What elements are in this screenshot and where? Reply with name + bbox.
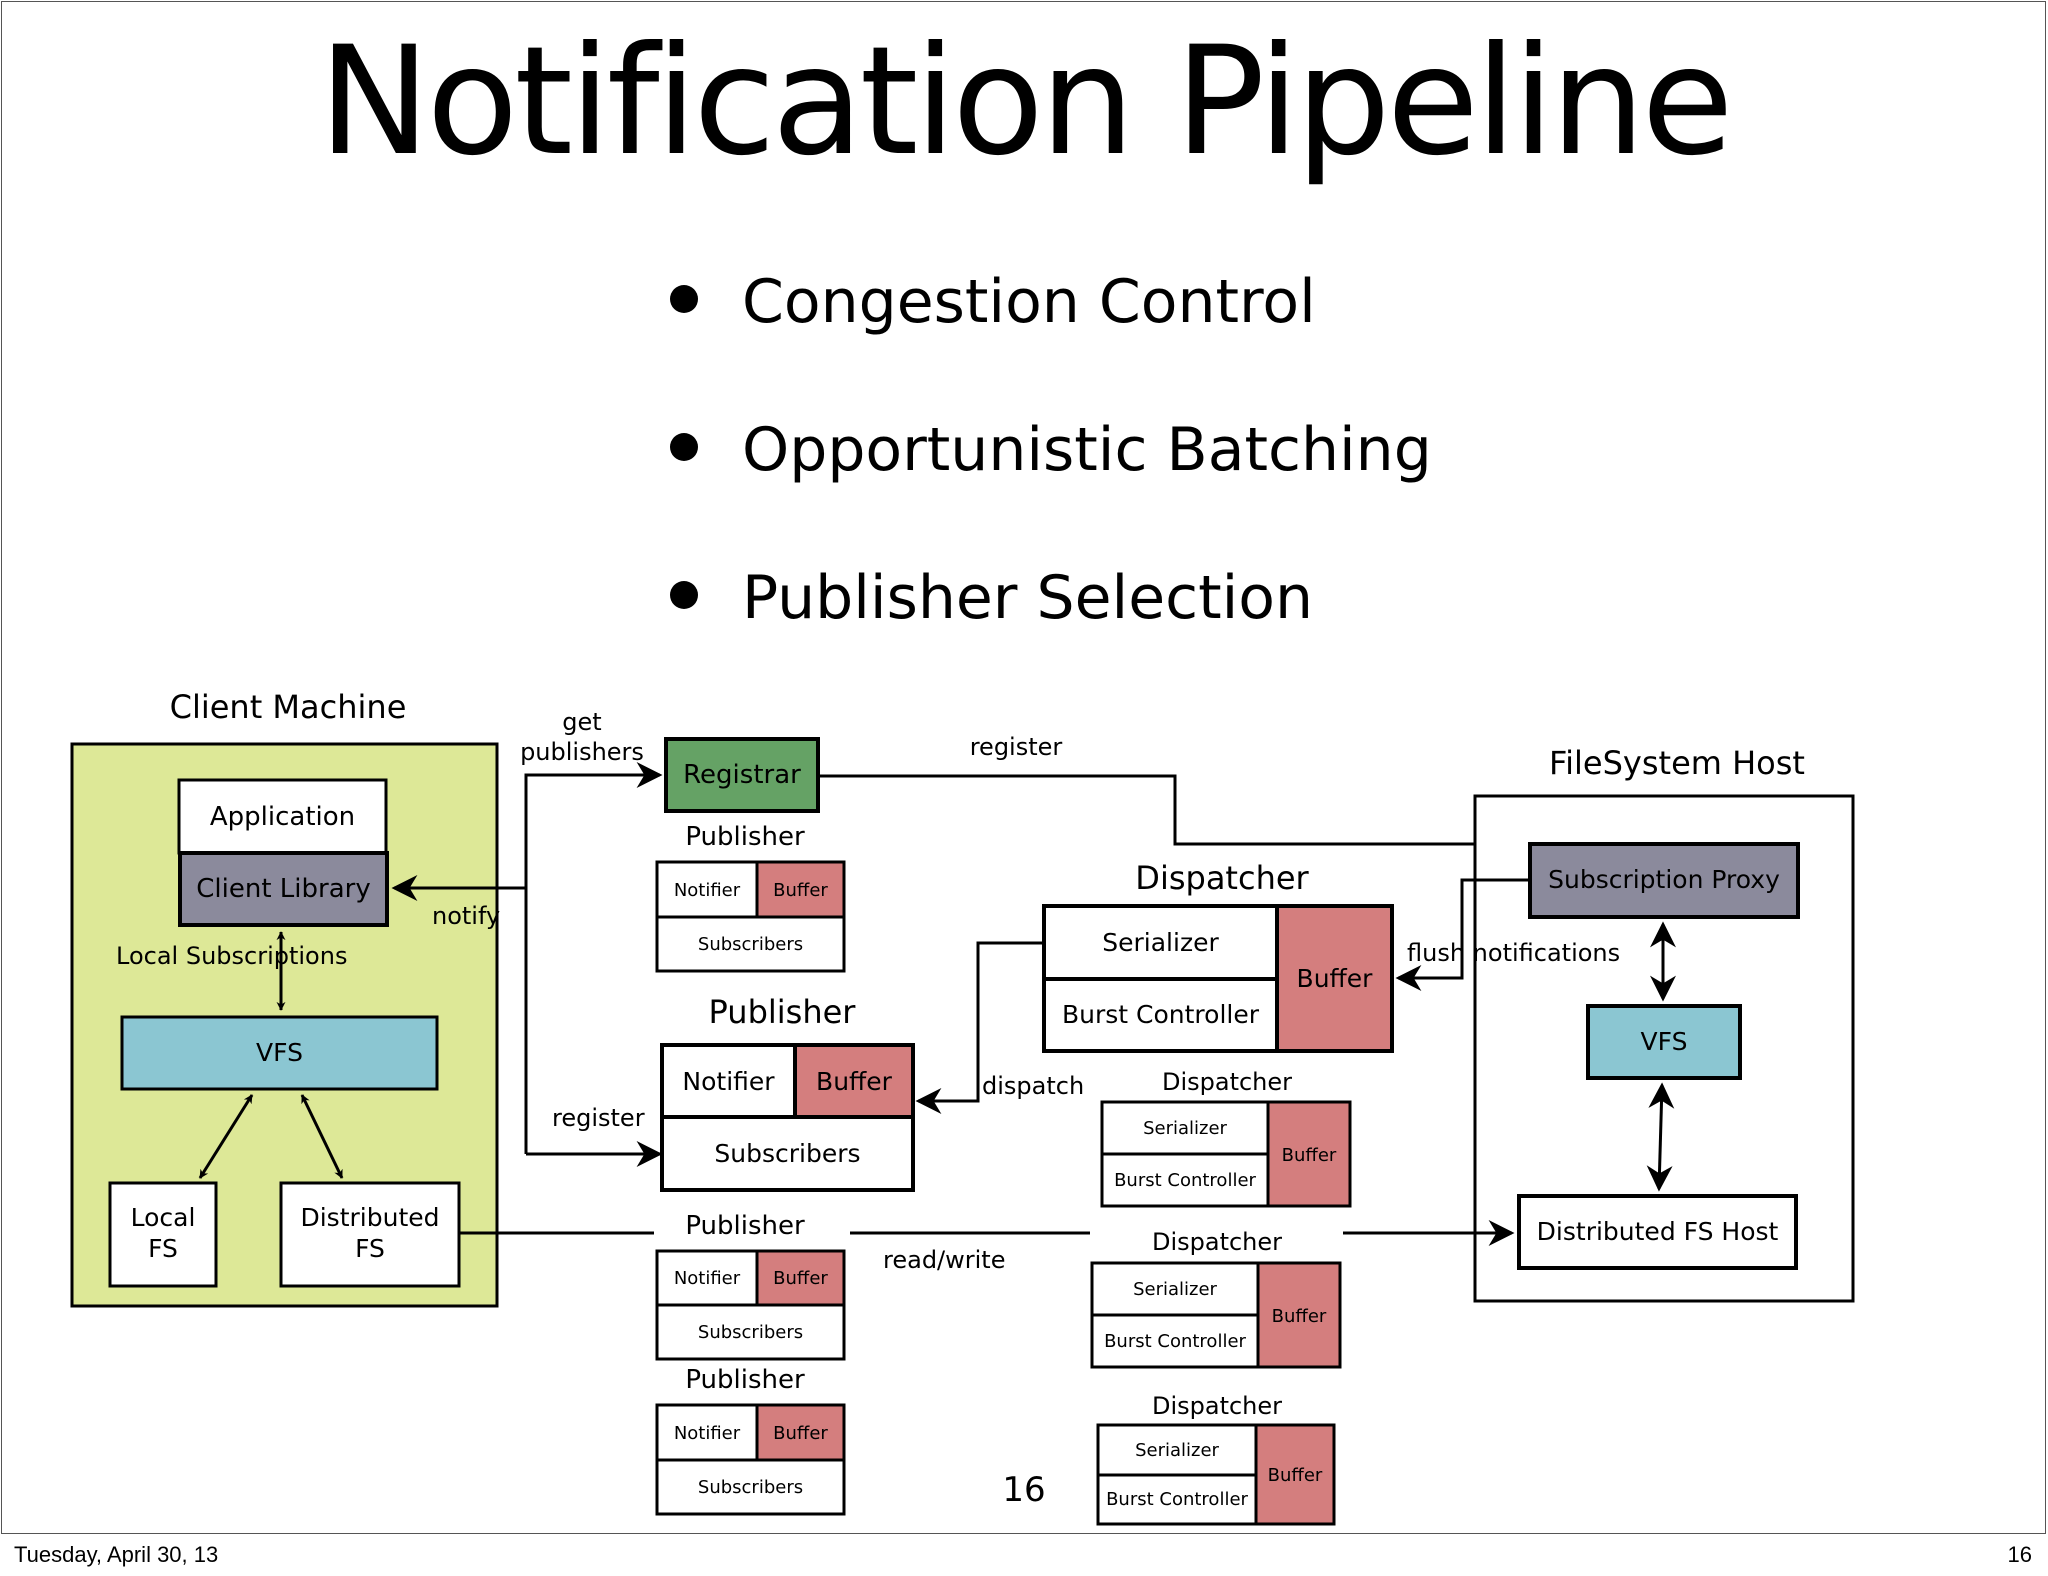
publisher-subscribers-label: Subscribers xyxy=(698,1477,803,1498)
read-write-label: read/write xyxy=(883,1246,1005,1274)
host-vfs-box xyxy=(1586,1004,1742,1080)
local-fs-label-line1: Local xyxy=(131,1203,196,1232)
dispatcher-buffer-label: Buffer xyxy=(1272,1306,1327,1327)
dispatcher-burst-controller-label: Burst Controller xyxy=(1114,1170,1256,1191)
publisher-subscribers-box xyxy=(655,1303,846,1361)
filesystem-host-label: FileSystem Host xyxy=(1549,744,1805,782)
publisher-label: Publisher xyxy=(685,1365,805,1395)
register-left-label: register xyxy=(552,1104,645,1132)
footer-page-number: 16 xyxy=(2007,1542,2032,1567)
dispatcher-serializer-label: Serializer xyxy=(1102,928,1219,957)
dispatcher-label: Dispatcher xyxy=(1152,1392,1282,1420)
publisher-buffer-box xyxy=(755,860,846,919)
get-publishers-label-line1: get xyxy=(562,708,601,736)
dispatcher-burst-controller-label: Burst Controller xyxy=(1106,1489,1248,1510)
dispatcher-label: Dispatcher xyxy=(1135,859,1309,897)
publisher-notifier-label: Notifier xyxy=(674,1423,741,1444)
register-proxy-arrow xyxy=(818,774,1528,857)
slide-page-number: 16 xyxy=(1002,1470,1045,1510)
bullet-dot-icon xyxy=(670,581,698,610)
publisher-subscribers-label: Subscribers xyxy=(714,1139,860,1168)
dispatcher-burst-controller-box xyxy=(1042,977,1279,1053)
publisher-notifier-label: Notifier xyxy=(682,1067,775,1096)
flush-notifications-arrow xyxy=(1395,878,1530,991)
dispatcher-buffer-label: Buffer xyxy=(1297,964,1374,993)
dispatcher-burst-controller-box xyxy=(1096,1473,1258,1526)
application-label: Application xyxy=(210,802,355,832)
distributed-fs-host-label: Distributed FS Host xyxy=(1537,1217,1779,1246)
distributed-fs-label-line2: FS xyxy=(355,1234,385,1263)
dispatcher-buffer-box xyxy=(1266,1100,1352,1208)
client-library-box xyxy=(178,851,389,927)
bullet-item: Publisher Selection xyxy=(670,568,1313,628)
get-publishers-label-line2: publishers xyxy=(520,738,644,766)
dispatcher-serializer-box xyxy=(1100,1100,1270,1156)
client-machine-label: Client Machine xyxy=(170,688,407,726)
local-subscriptions-label: Local Subscriptions xyxy=(116,942,347,970)
bullet-item: Opportunistic Batching xyxy=(670,420,1432,480)
dispatcher-serializer-label: Serializer xyxy=(1143,1118,1227,1139)
host-vfs-label: VFS xyxy=(1641,1027,1688,1056)
publisher-buffer-label: Buffer xyxy=(773,880,828,901)
publisher-notifier-label: Notifier xyxy=(674,1268,741,1289)
register-top-label: register xyxy=(970,733,1063,761)
dispatcher-buffer-label: Buffer xyxy=(1282,1145,1337,1166)
application-box xyxy=(177,778,388,855)
get-publishers-arrow xyxy=(524,762,663,1154)
vfs-local-fs-arrow xyxy=(198,1094,254,1179)
dispatcher-serializer-label: Serializer xyxy=(1133,1279,1217,1300)
slide-title: Notification Pipeline xyxy=(318,15,1733,189)
dispatcher-label: Dispatcher xyxy=(1162,1068,1292,1096)
bullet-dot-icon xyxy=(670,433,698,462)
vfs-distributed-fs-arrow xyxy=(300,1094,344,1179)
distributed-fs-host-box xyxy=(1517,1194,1798,1270)
publisher-notifier-label: Notifier xyxy=(674,880,741,901)
dispatcher-label: Dispatcher xyxy=(1152,1228,1282,1256)
bullet-dot-icon xyxy=(670,285,698,314)
publisher-subscribers-box xyxy=(660,1115,915,1192)
publisher-label: Publisher xyxy=(709,993,857,1031)
publisher-buffer-box xyxy=(793,1043,915,1119)
dispatcher-serializer-box xyxy=(1096,1423,1258,1477)
dispatcher-serializer-label: Serializer xyxy=(1135,1440,1219,1461)
dispatch-arrow xyxy=(915,941,1044,1114)
publisher-subscribers-label: Subscribers xyxy=(698,934,803,955)
notify-label: notify xyxy=(432,902,500,930)
publisher-subscribers-label: Subscribers xyxy=(698,1322,803,1343)
publisher-buffer-box xyxy=(755,1249,846,1307)
dispatcher-burst-controller-box xyxy=(1090,1313,1260,1369)
client-vfs-box xyxy=(120,1015,439,1091)
client-library-label: Client Library xyxy=(196,874,370,904)
dispatcher-burst-controller-label: Burst Controller xyxy=(1062,1000,1260,1029)
publisher-subscribers-box xyxy=(655,915,846,973)
publisher-label: Publisher xyxy=(685,1211,805,1241)
dispatch-label: dispatch xyxy=(982,1072,1084,1100)
footer-date: Tuesday, April 30, 13 xyxy=(14,1542,219,1567)
dispatcher-buffer-box xyxy=(1254,1423,1336,1526)
distributed-fs-label-line1: Distributed xyxy=(300,1203,439,1232)
client-vfs-label: VFS xyxy=(256,1038,303,1067)
publisher-buffer-label: Buffer xyxy=(773,1423,828,1444)
dispatcher-burst-controller-label: Burst Controller xyxy=(1104,1331,1246,1352)
registrar-box xyxy=(664,737,820,813)
publisher-buffer-label: Buffer xyxy=(816,1067,893,1096)
registrar-label: Registrar xyxy=(683,760,801,790)
local-fs-box xyxy=(108,1181,218,1288)
publisher-buffer-label: Buffer xyxy=(773,1268,828,1289)
dispatcher-buffer-box xyxy=(1256,1261,1342,1369)
flush-notifications-label: flush notifications xyxy=(1407,939,1620,967)
dispatcher-buffer-label: Buffer xyxy=(1268,1465,1323,1486)
subscription-proxy-label: Subscription Proxy xyxy=(1548,865,1780,894)
bullet-item: Congestion Control xyxy=(670,272,1316,332)
dispatcher-buffer-box xyxy=(1275,904,1394,1053)
vfs-distributed-fs-host-arrow xyxy=(1646,1082,1675,1192)
local-fs-label-line2: FS xyxy=(148,1234,178,1263)
publisher-label: Publisher xyxy=(685,822,805,852)
publisher-subscribers-box xyxy=(655,1458,846,1516)
